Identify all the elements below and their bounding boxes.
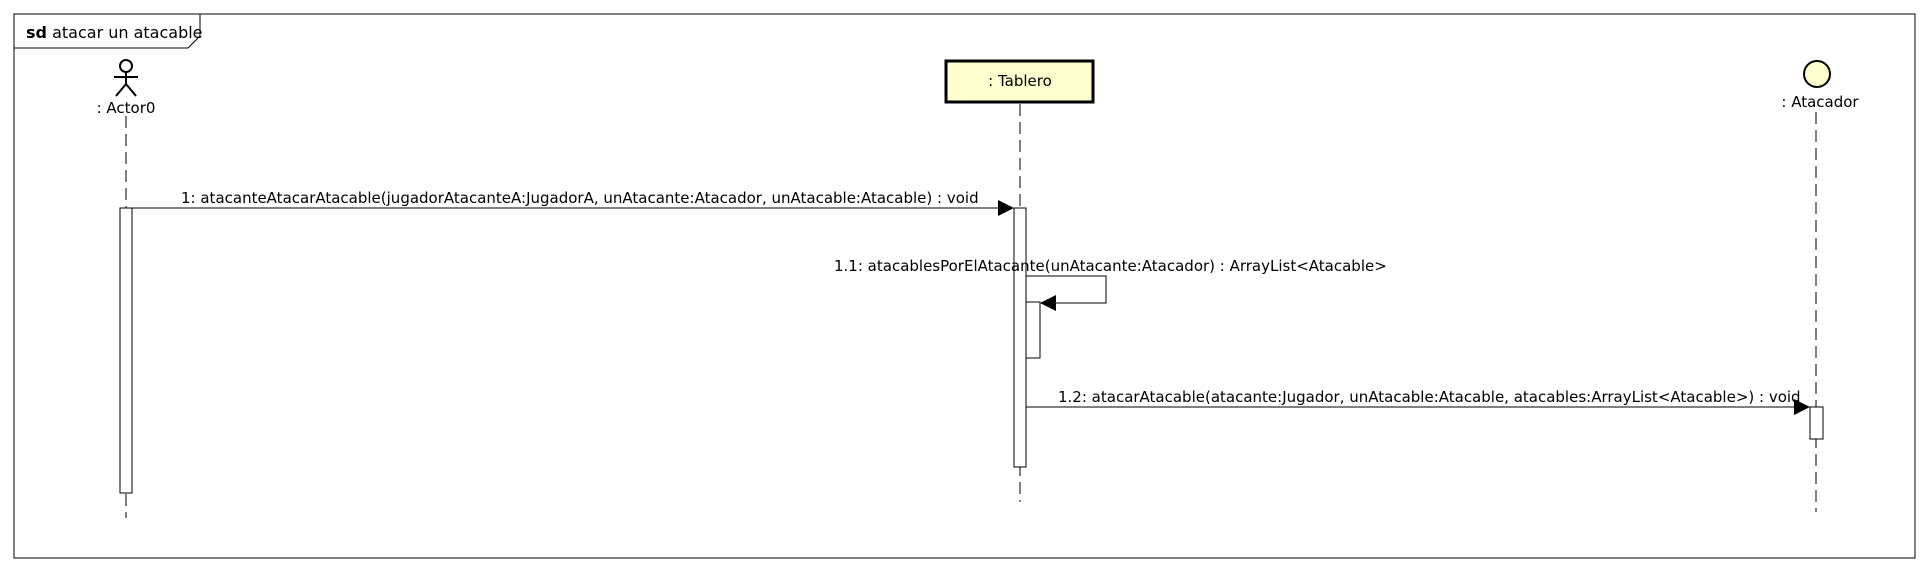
message-1-1-line [1026,275,1107,304]
message-1-label: 1: atacanteAtacarAtacable(jugadorAtacant… [181,189,979,207]
message-1-2-arrowhead [1794,399,1810,415]
tablero-box [944,59,1095,104]
message-1-1-arrowhead [1040,295,1056,311]
frame-tab [14,14,201,49]
activation-actor [119,207,133,494]
actor-label: : Actor0 [97,99,156,117]
activation-tablero-nested [1025,301,1041,359]
message-1-2-label: 1.2: atacarAtacable(atacante:Jugador, un… [1058,388,1801,406]
diagram-frame [13,13,1916,559]
activation-tablero [1013,207,1027,468]
actor-icon [114,59,138,97]
message-1-1-label: 1.1: atacablesPorElAtacante(unAtacante:A… [834,257,1387,275]
message-1-arrowhead [998,200,1014,216]
activation-atacador [1809,406,1824,440]
atacador-label: : Atacador [1781,93,1859,111]
entity-icon [1803,60,1831,88]
frame-title: sd atacar un atacable [26,23,203,42]
tablero-label: : Tablero [988,72,1052,90]
